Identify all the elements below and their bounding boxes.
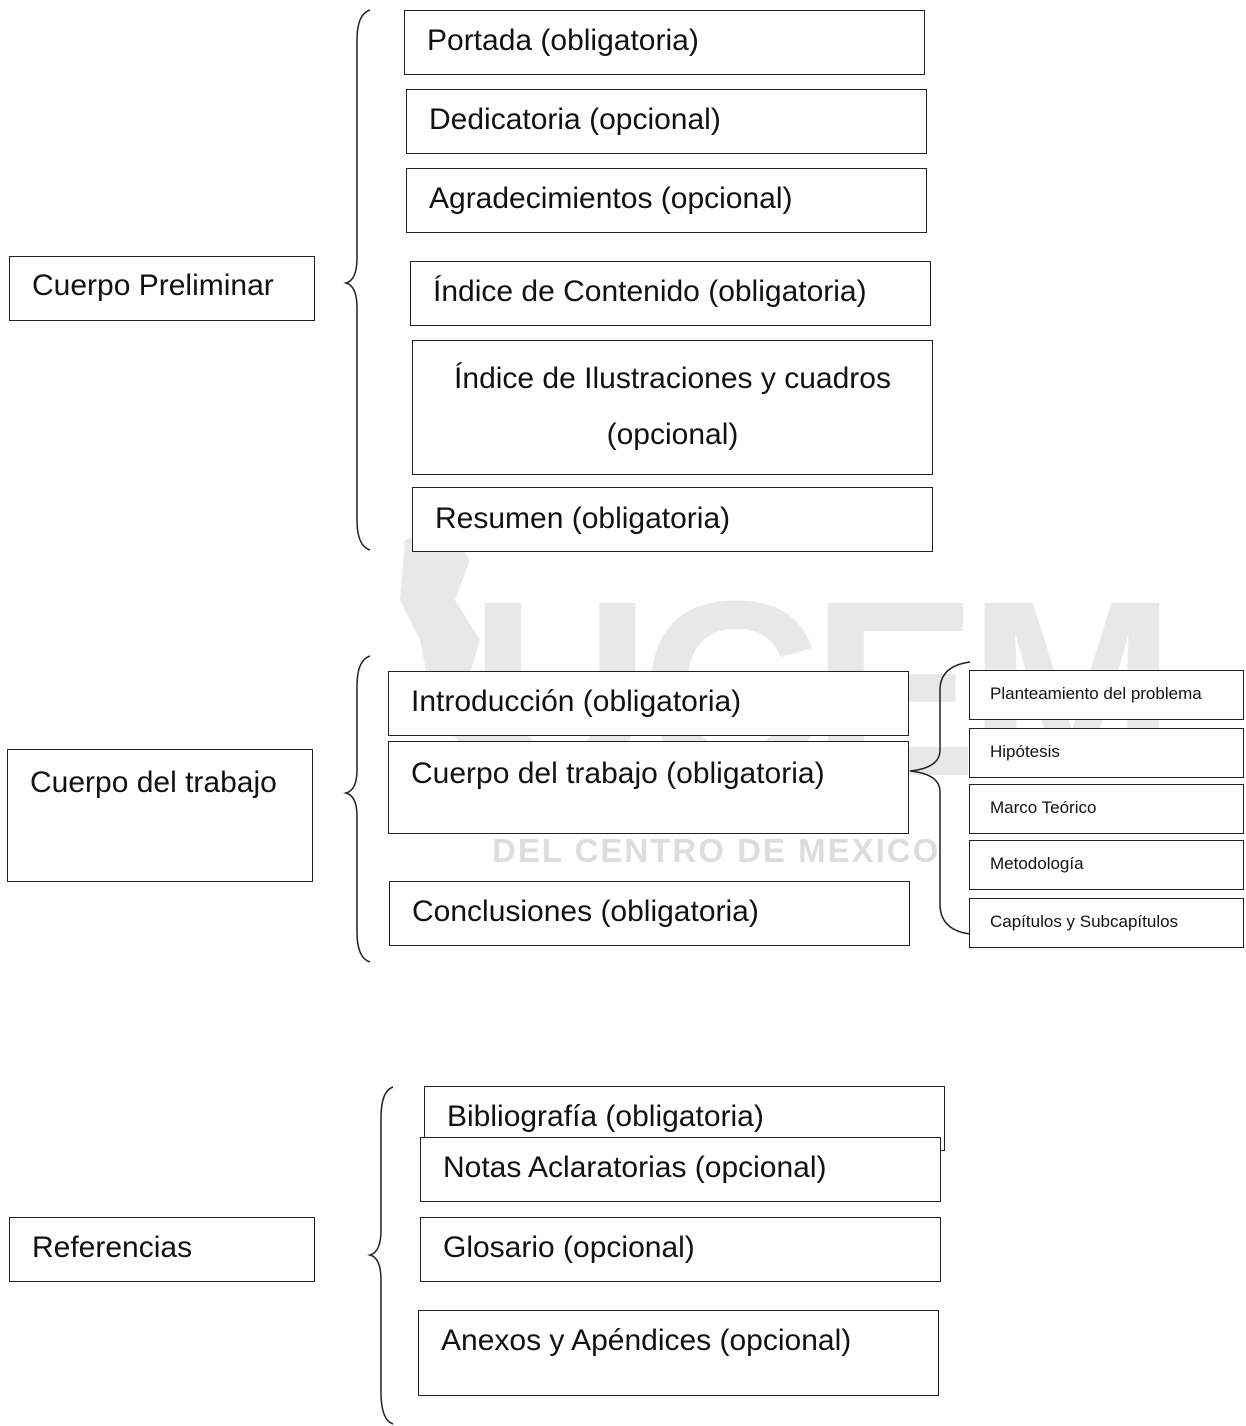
item-label: Índice de Ilustraciones y cuadros (454, 362, 891, 395)
item-label: Glosario (opcional) (443, 1231, 695, 1264)
brace-subitems (909, 661, 971, 935)
subitem-label: Hipótesis (990, 742, 1060, 761)
item-label: Conclusiones (obligatoria) (412, 895, 759, 928)
category-cuerpo-preliminar: Cuerpo Preliminar (9, 256, 315, 321)
item-anexos: Anexos y Apéndices (opcional) (418, 1310, 939, 1396)
item-label: Anexos y Apéndices (opcional) (441, 1324, 852, 1357)
item-introduccion: Introducción (obligatoria) (388, 671, 909, 736)
subitem-label: Planteamiento del problema (990, 684, 1202, 703)
item-notas-aclaratorias: Notas Aclaratorias (opcional) (420, 1137, 941, 1202)
item-resumen: Resumen (obligatoria) (412, 487, 933, 552)
item-label: Bibliografía (obligatoria) (447, 1100, 764, 1133)
item-dedicatoria: Dedicatoria (opcional) (406, 89, 927, 154)
item-label: Resumen (obligatoria) (435, 502, 731, 535)
item-cuerpo-del-trabajo: Cuerpo del trabajo (obligatoria) (388, 741, 909, 834)
item-label: Agradecimientos (opcional) (429, 182, 793, 215)
item-portada: Portada (obligatoria) (404, 10, 925, 75)
brace-referencias (367, 1086, 394, 1425)
subitem-planteamiento: Planteamiento del problema (969, 670, 1244, 720)
item-conclusiones: Conclusiones (obligatoria) (389, 881, 910, 946)
category-referencias: Referencias (9, 1217, 315, 1282)
brace-preliminar (343, 9, 371, 551)
item-label: Dedicatoria (opcional) (429, 103, 721, 136)
item-indice-ilustraciones: Índice de Ilustraciones y cuadros (opcio… (412, 340, 933, 475)
item-label-continued: (opcional) (606, 418, 739, 451)
item-indice-contenido: Índice de Contenido (obligatoria) (410, 261, 931, 326)
category-label: Cuerpo del trabajo (30, 766, 277, 799)
item-label: Introducción (obligatoria) (411, 685, 742, 718)
item-label: Cuerpo del trabajo (obligatoria) (411, 757, 825, 790)
subitem-label: Metodología (990, 854, 1084, 873)
item-label: Portada (obligatoria) (427, 24, 699, 57)
watermark-subtitle: DEL CENTRO DE MEXICO (492, 832, 940, 869)
subitem-label: Marco Teórico (990, 798, 1097, 817)
category-label: Referencias (32, 1231, 193, 1264)
subitem-capitulos: Capítulos y Subcapítulos (969, 898, 1244, 948)
subitem-hipotesis: Hipótesis (969, 728, 1244, 778)
brace-trabajo (343, 655, 371, 963)
category-cuerpo-del-trabajo: Cuerpo del trabajo (7, 749, 313, 882)
item-label: Notas Aclaratorias (opcional) (443, 1151, 827, 1184)
item-label: Índice de Contenido (obligatoria) (433, 275, 867, 308)
item-glosario: Glosario (opcional) (420, 1217, 941, 1282)
subitem-marco-teorico: Marco Teórico (969, 784, 1244, 834)
item-agradecimientos: Agradecimientos (opcional) (406, 168, 927, 233)
subitem-metodologia: Metodología (969, 840, 1244, 890)
category-label: Cuerpo Preliminar (32, 269, 274, 302)
subitem-label: Capítulos y Subcapítulos (990, 912, 1179, 931)
